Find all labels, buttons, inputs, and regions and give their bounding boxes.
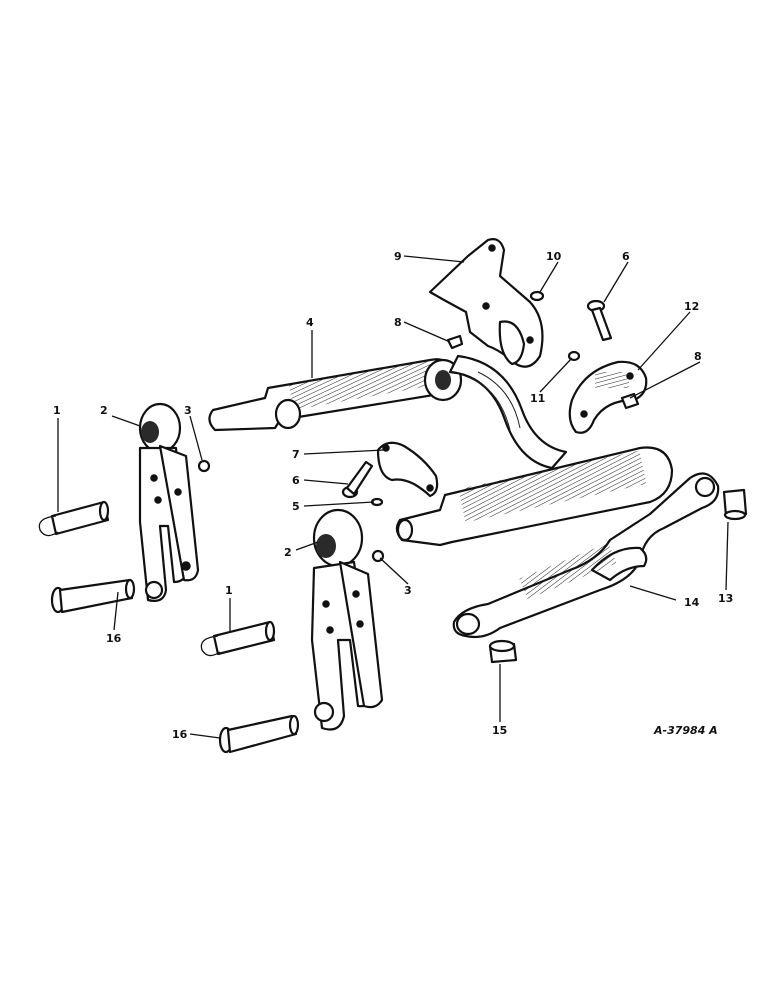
bolt-6-upper <box>586 299 613 342</box>
callout-12: 12 <box>684 300 699 313</box>
callout-8: 8 <box>694 350 702 363</box>
drawing-code: A-37984 A <box>653 724 718 737</box>
lift-link-left <box>138 402 200 602</box>
callout-14: 14 <box>684 596 700 609</box>
callout-9: 9 <box>394 250 402 263</box>
callout-5: 5 <box>292 500 300 513</box>
callout-labels: 1 2 3 4 9 8 10 6 12 8 11 7 6 5 2 3 1 16 … <box>53 250 733 741</box>
bushing-15 <box>488 639 518 664</box>
callout-4: 4 <box>306 316 314 329</box>
pin-1-left <box>38 500 110 537</box>
pin-16-left <box>50 578 136 614</box>
cross-shaft <box>448 354 568 470</box>
callout-15: 15 <box>492 724 507 737</box>
callout-6: 6 <box>292 474 300 487</box>
callout-2: 2 <box>100 404 108 417</box>
callout-6: 6 <box>622 250 630 263</box>
lift-link-right <box>310 508 384 731</box>
callout-10: 10 <box>546 250 562 263</box>
bushing-13 <box>722 488 748 521</box>
bearing-cap-7 <box>376 441 439 498</box>
callout-11: 11 <box>530 392 545 405</box>
callout-1: 1 <box>225 584 233 597</box>
pin-1-right <box>200 620 276 657</box>
lift-arm-14 <box>452 472 720 639</box>
callout-8: 8 <box>394 316 402 329</box>
callout-1: 1 <box>53 404 61 417</box>
callout-16: 16 <box>106 632 122 645</box>
callout-2: 2 <box>284 546 292 559</box>
bolt-6-lower <box>341 460 374 499</box>
callout-13: 13 <box>718 592 733 605</box>
rockshaft-upper-arm <box>208 358 463 432</box>
pin-16-right <box>218 714 300 754</box>
bracket <box>428 238 544 368</box>
nut-3-left <box>197 459 211 473</box>
fitting-10 <box>529 290 545 302</box>
callout-3: 3 <box>184 404 192 417</box>
callout-3: 3 <box>404 584 412 597</box>
callout-16: 16 <box>172 728 188 741</box>
leader-lines <box>57 255 729 739</box>
nut-8-left <box>446 334 464 350</box>
callout-7: 7 <box>292 448 300 461</box>
nut-8-right <box>620 392 640 410</box>
rockshaft-lower-arm <box>395 446 674 547</box>
